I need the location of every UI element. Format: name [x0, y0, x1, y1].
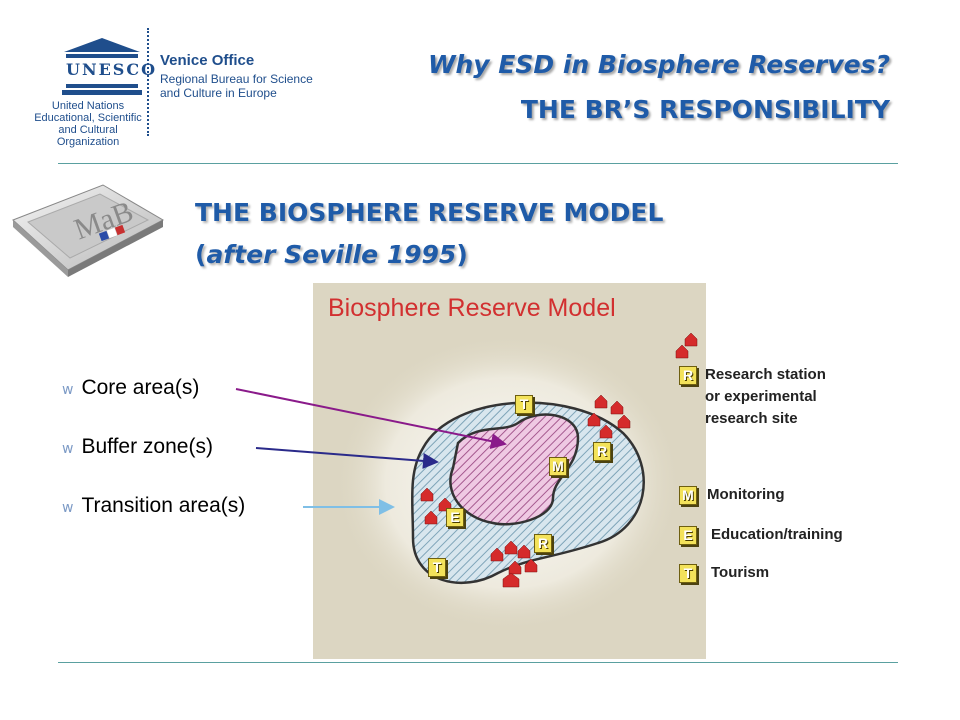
bullet-mark: w: [62, 441, 74, 457]
legend-label: Research station: [705, 366, 826, 383]
legend-label: Monitoring: [707, 486, 785, 503]
legend-monitoring: M Monitoring: [679, 484, 784, 506]
badge-e: E: [446, 508, 464, 527]
map-badge-research-2: R: [534, 534, 552, 553]
unesco-caption: United Nations Educational, Scientific a…: [34, 100, 142, 148]
badge-r: R: [534, 534, 552, 553]
paren-open: (: [195, 240, 207, 269]
legend-tourism: T Tourism: [679, 562, 769, 584]
badge-t: T: [515, 395, 533, 414]
venice-office-subtitle: Regional Bureau for Science and Culture …: [160, 72, 313, 100]
badge-t: T: [428, 558, 446, 577]
legend-badge: E: [679, 525, 697, 545]
legend-education: E Education/training: [679, 524, 843, 546]
map-badge-research: R: [593, 442, 611, 461]
bullet-mark: w: [62, 500, 74, 516]
map-badge-monitoring: M: [549, 457, 567, 476]
bullet-text: Transition area(s): [81, 494, 246, 517]
house-icons: [420, 332, 698, 588]
unesco-wordmark: UNESCO: [66, 60, 157, 79]
section-subheading: (after Seville 1995): [195, 240, 468, 269]
mab-logo: MaB: [8, 180, 168, 280]
bullet-text: Buffer zone(s): [81, 435, 213, 458]
top-divider: [58, 163, 898, 164]
bullet-mark: w: [62, 382, 74, 398]
legend-badge: T: [679, 563, 697, 583]
bullet-core: w Core area(s): [62, 376, 199, 400]
map-badge-education: E: [446, 508, 464, 527]
seville-reference: after Seville 1995: [206, 240, 457, 269]
legend-label: research site: [705, 410, 798, 427]
logo-divider: [147, 28, 149, 136]
map-badge-tourism-2: T: [428, 558, 446, 577]
legend-label: Tourism: [711, 564, 770, 581]
bottom-divider: [58, 662, 898, 663]
map-badge-tourism: T: [515, 395, 533, 414]
paren-close: ): [456, 240, 468, 269]
legend-badge: M: [679, 485, 697, 505]
slide-title: Why ESD in Biosphere Reserves?: [427, 50, 890, 79]
legend-research: R Research station or experimental resea…: [679, 366, 879, 430]
bullet-text: Core area(s): [81, 376, 200, 399]
badge-r: R: [593, 442, 611, 461]
slide-subtitle: THE BR’S RESPONSIBILITY: [520, 95, 890, 124]
legend-label: Education/training: [711, 526, 843, 543]
diagram-title: Biosphere Reserve Model: [328, 294, 616, 322]
legend-badge: R: [679, 366, 697, 385]
temple-icon: [62, 38, 142, 95]
bullet-buffer: w Buffer zone(s): [62, 435, 213, 459]
badge-m: M: [549, 457, 567, 476]
reserve-map: [333, 332, 698, 633]
section-heading: THE BIOSPHERE RESERVE MODEL: [195, 198, 664, 227]
bullet-transition: w Transition area(s): [62, 494, 245, 518]
unesco-logo: [62, 36, 142, 96]
venice-office-title: Venice Office: [160, 52, 255, 69]
legend-label: or experimental: [705, 388, 817, 405]
